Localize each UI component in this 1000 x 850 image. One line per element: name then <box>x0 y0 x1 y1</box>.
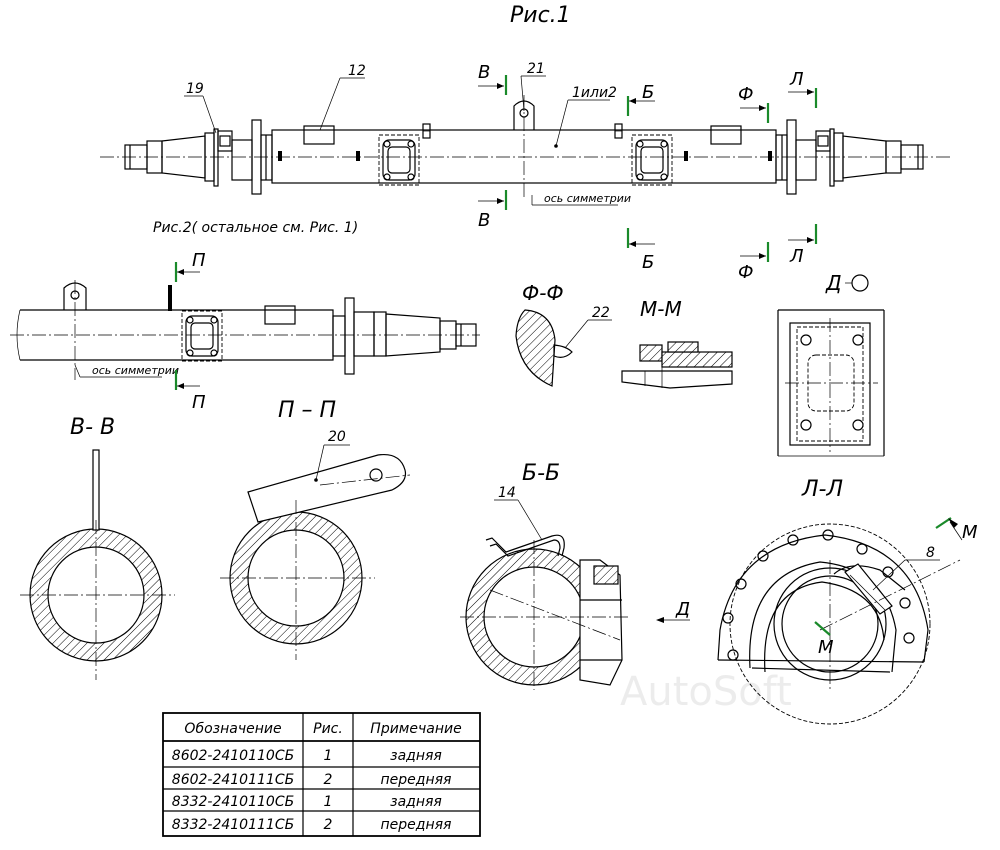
symmetry-axis-note-1: ось симметрии <box>544 192 631 205</box>
svg-text:М: М <box>818 637 834 658</box>
svg-text:Ф: Ф <box>738 262 754 283</box>
callout-20: 20 <box>328 429 346 445</box>
watermark: AutoSoft <box>620 669 792 715</box>
callout-12: 12 <box>348 63 366 79</box>
brake-bracket-left <box>378 134 420 186</box>
svg-text:Л: Л <box>789 69 804 90</box>
table-cell: 8332-2410111СБ <box>172 817 294 833</box>
figure-1: Рис.1 <box>100 3 950 283</box>
view-title-vv: В- В <box>70 415 115 440</box>
callout-14: 14 <box>498 485 516 501</box>
fig1-title: Рис.1 <box>510 3 571 28</box>
section-mm: М-М <box>621 297 733 389</box>
left-spindle <box>124 119 273 195</box>
view-d: Д <box>777 271 885 457</box>
svg-text:П: П <box>192 392 206 413</box>
right-spindle <box>775 119 924 195</box>
callout-1or2: 1или2 <box>572 85 617 101</box>
svg-text:П: П <box>192 250 206 271</box>
table-cell: передняя <box>381 817 452 833</box>
table-cell: 8602-2410110СБ <box>172 748 294 764</box>
view-title-bb: Б-Б <box>522 461 560 486</box>
section-pp: П – П 20 <box>220 398 411 660</box>
brake-bracket-right <box>631 134 673 186</box>
symmetry-axis-note-2: ось симметрии <box>92 364 179 377</box>
svg-text:М: М <box>962 522 978 543</box>
section-marks-fig1: В В Б Б Ф Ф Л Л <box>478 62 818 283</box>
callout-8: 8 <box>926 545 935 561</box>
table-header-note: Примечание <box>370 721 461 737</box>
table-header-designation: Обозначение <box>184 721 281 737</box>
fig2-title: Рис.2( остальное см. Рис. 1) <box>153 220 358 236</box>
callout-19: 19 <box>186 81 204 97</box>
svg-text:Б: Б <box>642 82 654 103</box>
table-cell: 8332-2410110СБ <box>172 794 294 810</box>
table-cell: 2 <box>324 772 333 788</box>
svg-text:В: В <box>478 210 490 231</box>
view-title-ff: Ф-Ф <box>522 281 564 305</box>
lug-21 <box>513 100 535 130</box>
svg-text:Ф: Ф <box>738 84 754 105</box>
section-ll: Л-Л 8 М М <box>717 477 978 725</box>
figure-2: Рис.2( остальное см. Рис. 1) ось симметр… <box>10 220 480 413</box>
view-title-d: Д <box>825 271 842 295</box>
table-cell: задняя <box>390 794 442 810</box>
table-cell: передняя <box>381 772 452 788</box>
callouts-fig1: 19 12 21 1или2 ось симметрии <box>184 61 631 206</box>
view-title-mm: М-М <box>640 297 682 321</box>
view-title-pp: П – П <box>278 398 336 423</box>
table-cell: задняя <box>390 748 442 764</box>
spec-table: Обозначение Рис. Примечание 8602-2410110… <box>162 712 481 837</box>
callout-21: 21 <box>527 61 545 77</box>
table-cell: 2 <box>324 817 333 833</box>
table-cell: 1 <box>324 748 333 764</box>
section-vv: В- В <box>20 415 175 680</box>
table-header-fig: Рис. <box>313 721 343 737</box>
section-ff: Ф-Ф 22 <box>515 281 612 387</box>
svg-text:Б: Б <box>642 252 654 273</box>
view-title-ll: Л-Л <box>801 477 843 502</box>
table-cell: 8602-2410111СБ <box>172 772 294 788</box>
svg-text:В: В <box>478 62 490 83</box>
svg-text:Д: Д <box>675 599 690 620</box>
section-bb: Б-Б 14 Д <box>460 461 690 690</box>
pad-12 <box>303 125 335 145</box>
callout-22: 22 <box>592 305 610 321</box>
table-cell: 1 <box>324 794 333 810</box>
svg-text:Л: Л <box>789 246 804 267</box>
